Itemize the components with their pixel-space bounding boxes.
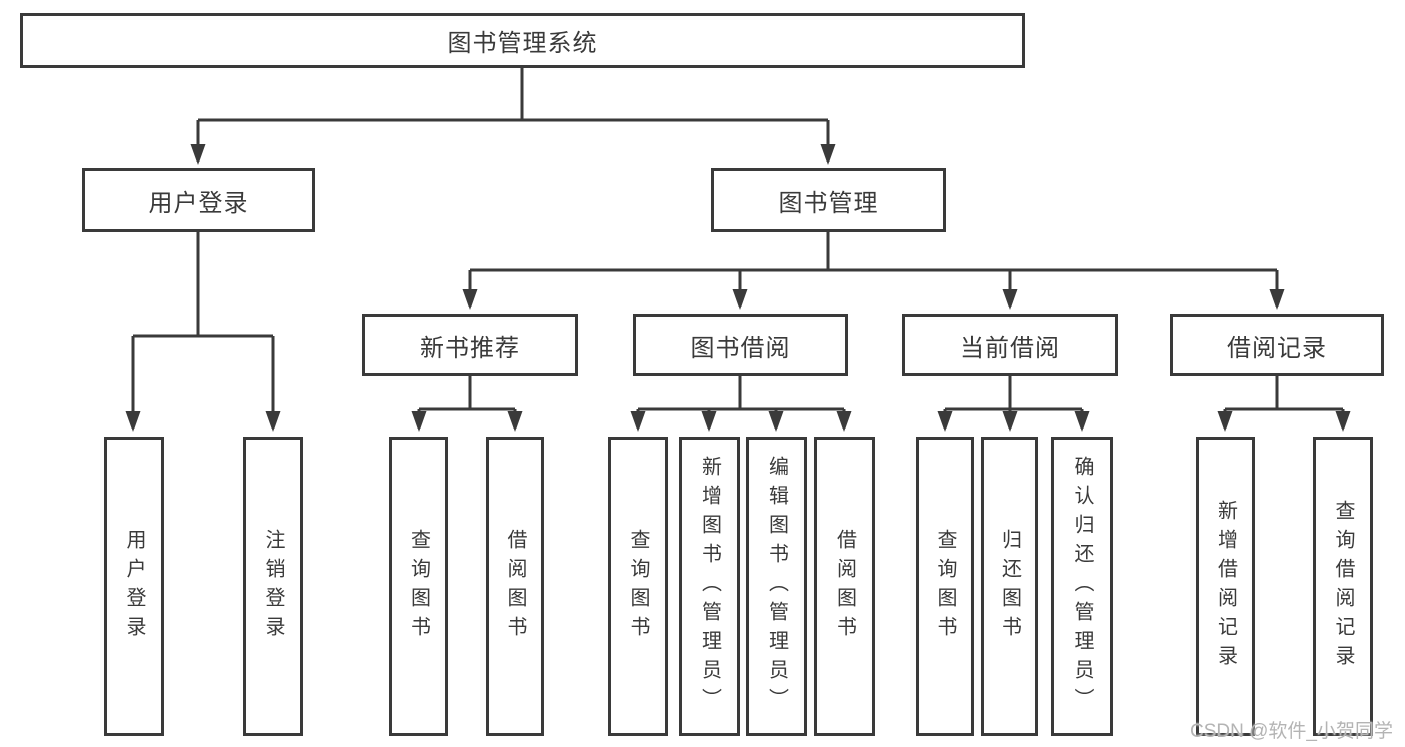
node-new-book-recommend: 新书推荐 [362, 314, 578, 376]
node-current-borrowing: 当前借阅 [902, 314, 1118, 376]
leaf-add-borrow-record: 新增借阅记录 [1196, 437, 1255, 736]
leaf-query-books-recommend: 查询图书 [389, 437, 448, 736]
csdn-watermark: CSDN @软件_小贺同学 [1190, 721, 1393, 742]
leaf-edit-books-admin: 编辑图书（管理员） [746, 437, 807, 736]
node-user-login-group: 用户登录 [82, 168, 315, 232]
leaf-logout: 注销登录 [243, 437, 303, 736]
leaf-query-books-borrow: 查询图书 [608, 437, 668, 736]
leaf-borrow-books: 借阅图书 [814, 437, 875, 736]
leaf-query-borrow-record: 查询借阅记录 [1313, 437, 1373, 736]
leaf-user-login: 用户登录 [104, 437, 164, 736]
leaf-borrow-books-recommend: 借阅图书 [486, 437, 544, 736]
node-book-management-group: 图书管理 [711, 168, 946, 232]
node-root-system: 图书管理系统 [20, 13, 1025, 68]
leaf-return-books: 归还图书 [981, 437, 1038, 736]
leaf-confirm-return-admin: 确认归还（管理员） [1051, 437, 1113, 736]
leaf-query-books-current: 查询图书 [916, 437, 974, 736]
leaf-add-books-admin: 新增图书（管理员） [679, 437, 740, 736]
node-borrowing-records: 借阅记录 [1170, 314, 1384, 376]
node-book-borrowing: 图书借阅 [633, 314, 848, 376]
